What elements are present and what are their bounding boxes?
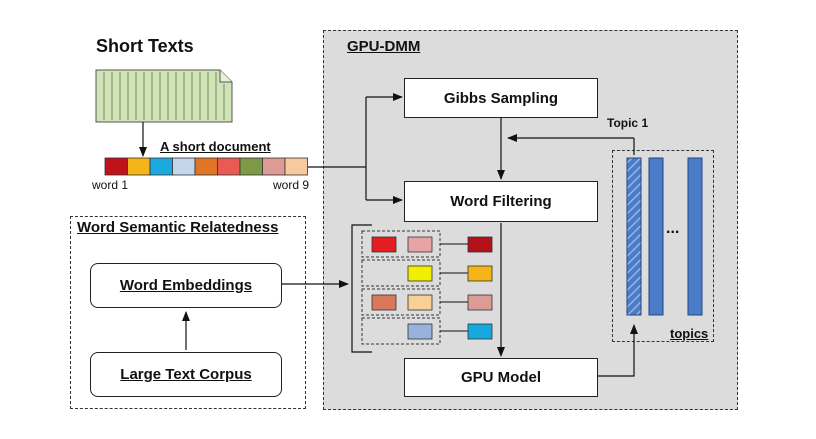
filter-rows: [361, 230, 493, 345]
topic-1-label: Topic 1: [607, 116, 649, 130]
word-cell-5: [194, 157, 218, 176]
filtered-word-cell: [467, 236, 493, 253]
word-cell-8: [262, 157, 286, 176]
filter-word-cell: [407, 236, 433, 253]
gpu-dmm-title: GPU-DMM: [347, 38, 421, 55]
gibbs-sampling-box: Gibbs Sampling: [404, 78, 598, 118]
large-text-corpus-box: Large Text Corpus: [90, 352, 282, 397]
word-semantic-title: Word Semantic Relatedness: [77, 219, 279, 236]
word-semantic-panel: [70, 216, 306, 409]
word-cell-9: [284, 157, 308, 176]
filter-word-cell: [371, 236, 397, 253]
word-9-label: word 9: [273, 178, 310, 192]
word-cell-2: [127, 157, 151, 176]
word-cell-6: [217, 157, 241, 176]
word-cell-3: [149, 157, 173, 176]
filter-word-cell: [407, 323, 433, 340]
filter-word-cell: [407, 294, 433, 311]
word-embeddings-box: Word Embeddings: [90, 263, 282, 308]
word-cell-1: [104, 157, 128, 176]
word-1-label: word 1: [92, 178, 129, 192]
word-cell-4: [172, 157, 196, 176]
short-texts-title: Short Texts: [96, 36, 194, 56]
topics-panel: [612, 150, 714, 342]
gpu-model-box: GPU Model: [404, 358, 598, 397]
topics-label: topics: [670, 326, 709, 341]
document-stack-icon: [95, 69, 233, 123]
word-strip: [104, 157, 308, 176]
filtered-word-cell: [467, 323, 493, 340]
short-document-label: A short document: [160, 139, 271, 154]
topic-bar-2: [648, 157, 664, 316]
filter-word-cell: [371, 294, 397, 311]
word-filtering-box: Word Filtering: [404, 181, 598, 222]
filtered-word-cell: [467, 294, 493, 311]
word-cell-7: [239, 157, 263, 176]
topic-bar-k: [687, 157, 703, 316]
filter-word-cell: [407, 265, 433, 282]
ellipsis-label: ...: [666, 220, 680, 237]
topic-bar-1: [626, 157, 642, 316]
filtered-word-cell: [467, 265, 493, 282]
